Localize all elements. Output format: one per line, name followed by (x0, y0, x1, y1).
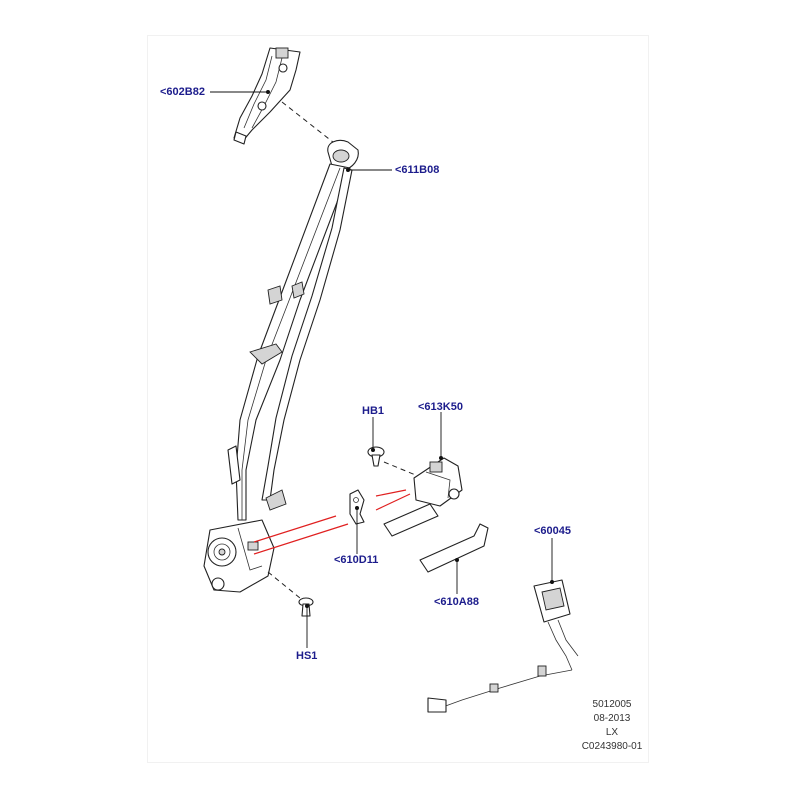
diagram-panel (148, 36, 648, 762)
bolt-hs1[interactable] (298, 597, 314, 617)
diagram-model: LX (605, 727, 619, 738)
label-613k50: <613K50 (418, 401, 463, 413)
label-610d11: <610D11 (334, 554, 379, 566)
label-602b82: <602B82 (160, 86, 205, 98)
buckle-60045[interactable] (427, 579, 579, 713)
label-hb1: HB1 (362, 405, 385, 417)
highlight-lines (253, 489, 411, 555)
diagram-date: 08-2013 (593, 713, 631, 724)
belt-webbing (227, 163, 353, 521)
pin-hb1[interactable] (367, 446, 385, 467)
sleeve-610a88[interactable] (419, 523, 489, 573)
leader-lines (210, 90, 554, 648)
label-60045: <60045 (534, 525, 572, 537)
pretensioner-613k50[interactable] (383, 457, 463, 537)
label-610a88: <610A88 (434, 596, 479, 608)
retractor-assembly[interactable] (203, 519, 275, 593)
height-adjuster-part[interactable] (233, 47, 301, 145)
label-hs1: HS1 (296, 650, 318, 662)
diagram-reference: C0243980-01 (581, 741, 643, 752)
label-611b08: <611B08 (395, 164, 440, 176)
diagram-code: 5012005 (592, 699, 632, 710)
